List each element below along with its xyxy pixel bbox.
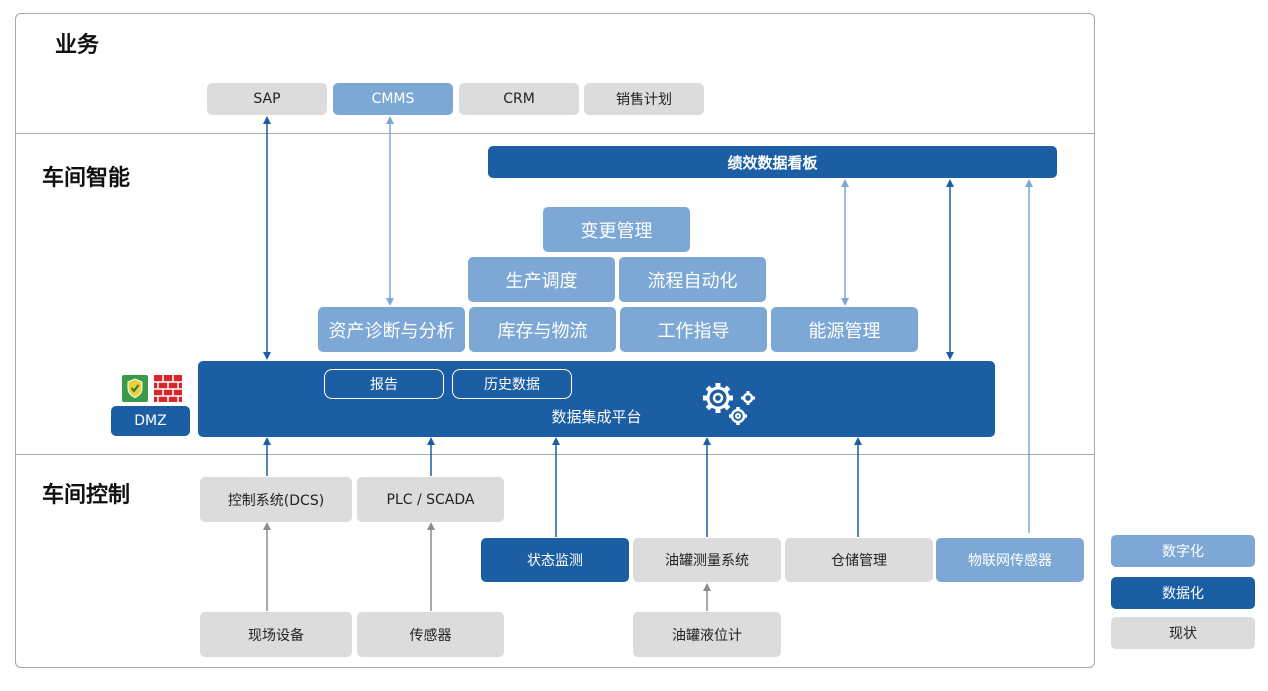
process-automation-box: 流程自动化 <box>619 257 766 302</box>
dcs-box: 控制系统(DCS) <box>200 477 352 522</box>
section-divider <box>16 454 1094 455</box>
tank-measurement-box: 油罐测量系统 <box>633 538 781 582</box>
diagram-frame <box>15 13 1095 668</box>
antivirus-shield-icon <box>122 375 148 402</box>
sales-plan-box: 销售计划 <box>584 83 704 115</box>
field-devices-box: 现场设备 <box>200 612 352 657</box>
sap-box: SAP <box>207 83 327 115</box>
change-management-box: 变更管理 <box>543 207 690 252</box>
section-title-control: 车间控制 <box>42 483 131 508</box>
production-scheduling-box: 生产调度 <box>468 257 615 302</box>
dmz-box: DMZ <box>111 406 190 436</box>
legend-status-quo: 现状 <box>1111 617 1255 649</box>
firewall-brick-icon <box>154 375 182 402</box>
legend-datafication: 数据化 <box>1111 577 1255 609</box>
platform-label: 数据集成平台 <box>551 408 642 426</box>
status-monitoring-box: 状态监测 <box>481 538 629 582</box>
tank-level-gauge-box: 油罐液位计 <box>633 612 781 657</box>
crm-box: CRM <box>459 83 579 115</box>
section-title-intelligence: 车间智能 <box>42 166 131 191</box>
section-title-business: 业务 <box>55 33 100 58</box>
warehouse-management-box: 仓储管理 <box>785 538 933 582</box>
sensors-box: 传感器 <box>357 612 504 657</box>
section-divider <box>16 133 1094 134</box>
work-guidance-box: 工作指导 <box>620 307 767 352</box>
gears-icon <box>703 383 755 425</box>
history-data-box: 历史数据 <box>452 369 572 399</box>
iot-sensors-box: 物联网传感器 <box>936 538 1084 582</box>
cmms-box: CMMS <box>333 83 453 115</box>
legend-digitalization: 数字化 <box>1111 535 1255 567</box>
inventory-logistics-box: 库存与物流 <box>469 307 616 352</box>
energy-management-box: 能源管理 <box>771 307 918 352</box>
plc-scada-box: PLC / SCADA <box>357 477 504 522</box>
performance-dashboard-box: 绩效数据看板 <box>488 146 1057 178</box>
report-box: 报告 <box>324 369 444 399</box>
asset-analysis-box: 资产诊断与分析 <box>318 307 465 352</box>
